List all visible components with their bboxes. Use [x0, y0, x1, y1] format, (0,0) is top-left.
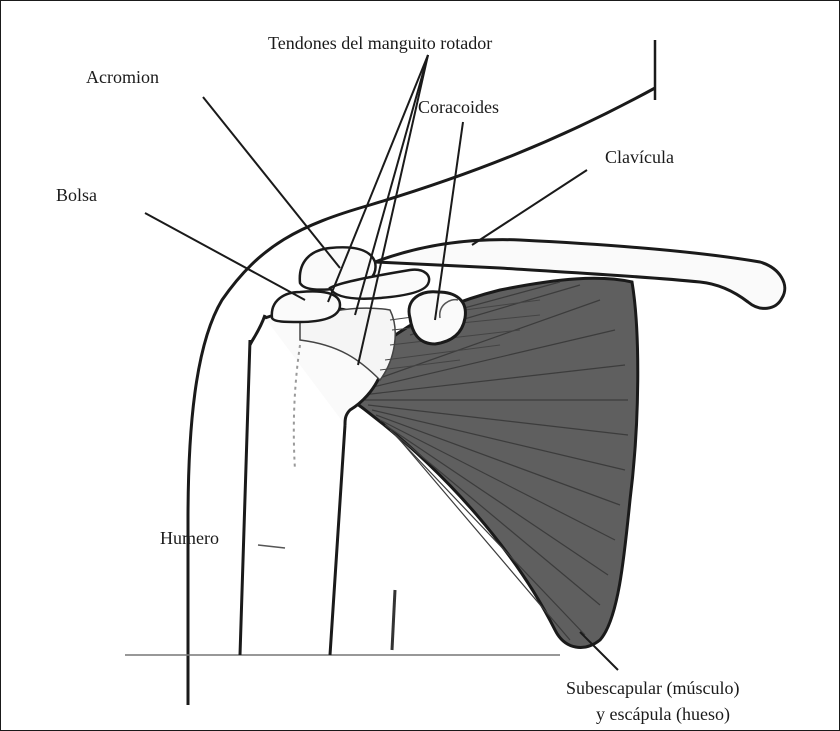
- leader-acromion: [203, 97, 340, 268]
- humerus-mark: [258, 545, 285, 548]
- label-tendons: Tendones del manguito rotador: [268, 32, 492, 54]
- leader-coracoid: [435, 122, 463, 320]
- label-coracoid: Coracoides: [418, 96, 499, 118]
- label-subscapular-line2: y escápula (hueso): [596, 703, 730, 725]
- leader-bursa: [145, 213, 305, 300]
- leader-clavicle: [472, 170, 587, 245]
- label-acromion: Acromion: [86, 66, 159, 88]
- label-humerus: Humero: [160, 527, 219, 549]
- label-bursa: Bolsa: [56, 184, 97, 206]
- humerus-shading: [294, 345, 300, 470]
- label-clavicle: Clavícula: [605, 146, 674, 168]
- humerus-mark-2: [392, 590, 395, 650]
- label-subscapular-line1: Subescapular (músculo): [566, 677, 739, 699]
